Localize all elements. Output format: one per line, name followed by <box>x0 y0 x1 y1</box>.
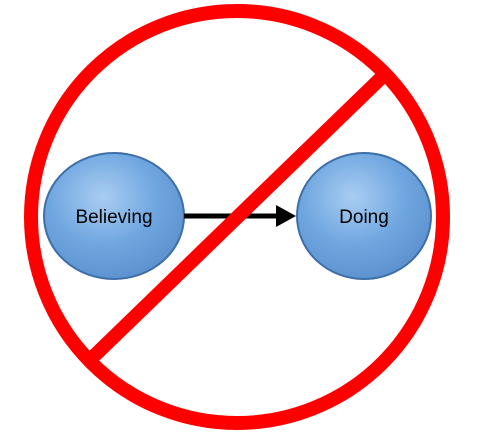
node-believing-label: Believing <box>75 207 152 228</box>
node-doing-label: Doing <box>339 207 389 228</box>
node-doing: Doing <box>296 152 432 280</box>
prohibition-ring <box>24 4 450 430</box>
node-believing: Believing <box>43 152 185 280</box>
prohibition-slash <box>87 71 387 364</box>
node-doing-shape <box>296 152 432 280</box>
arrowhead-icon <box>276 205 296 227</box>
